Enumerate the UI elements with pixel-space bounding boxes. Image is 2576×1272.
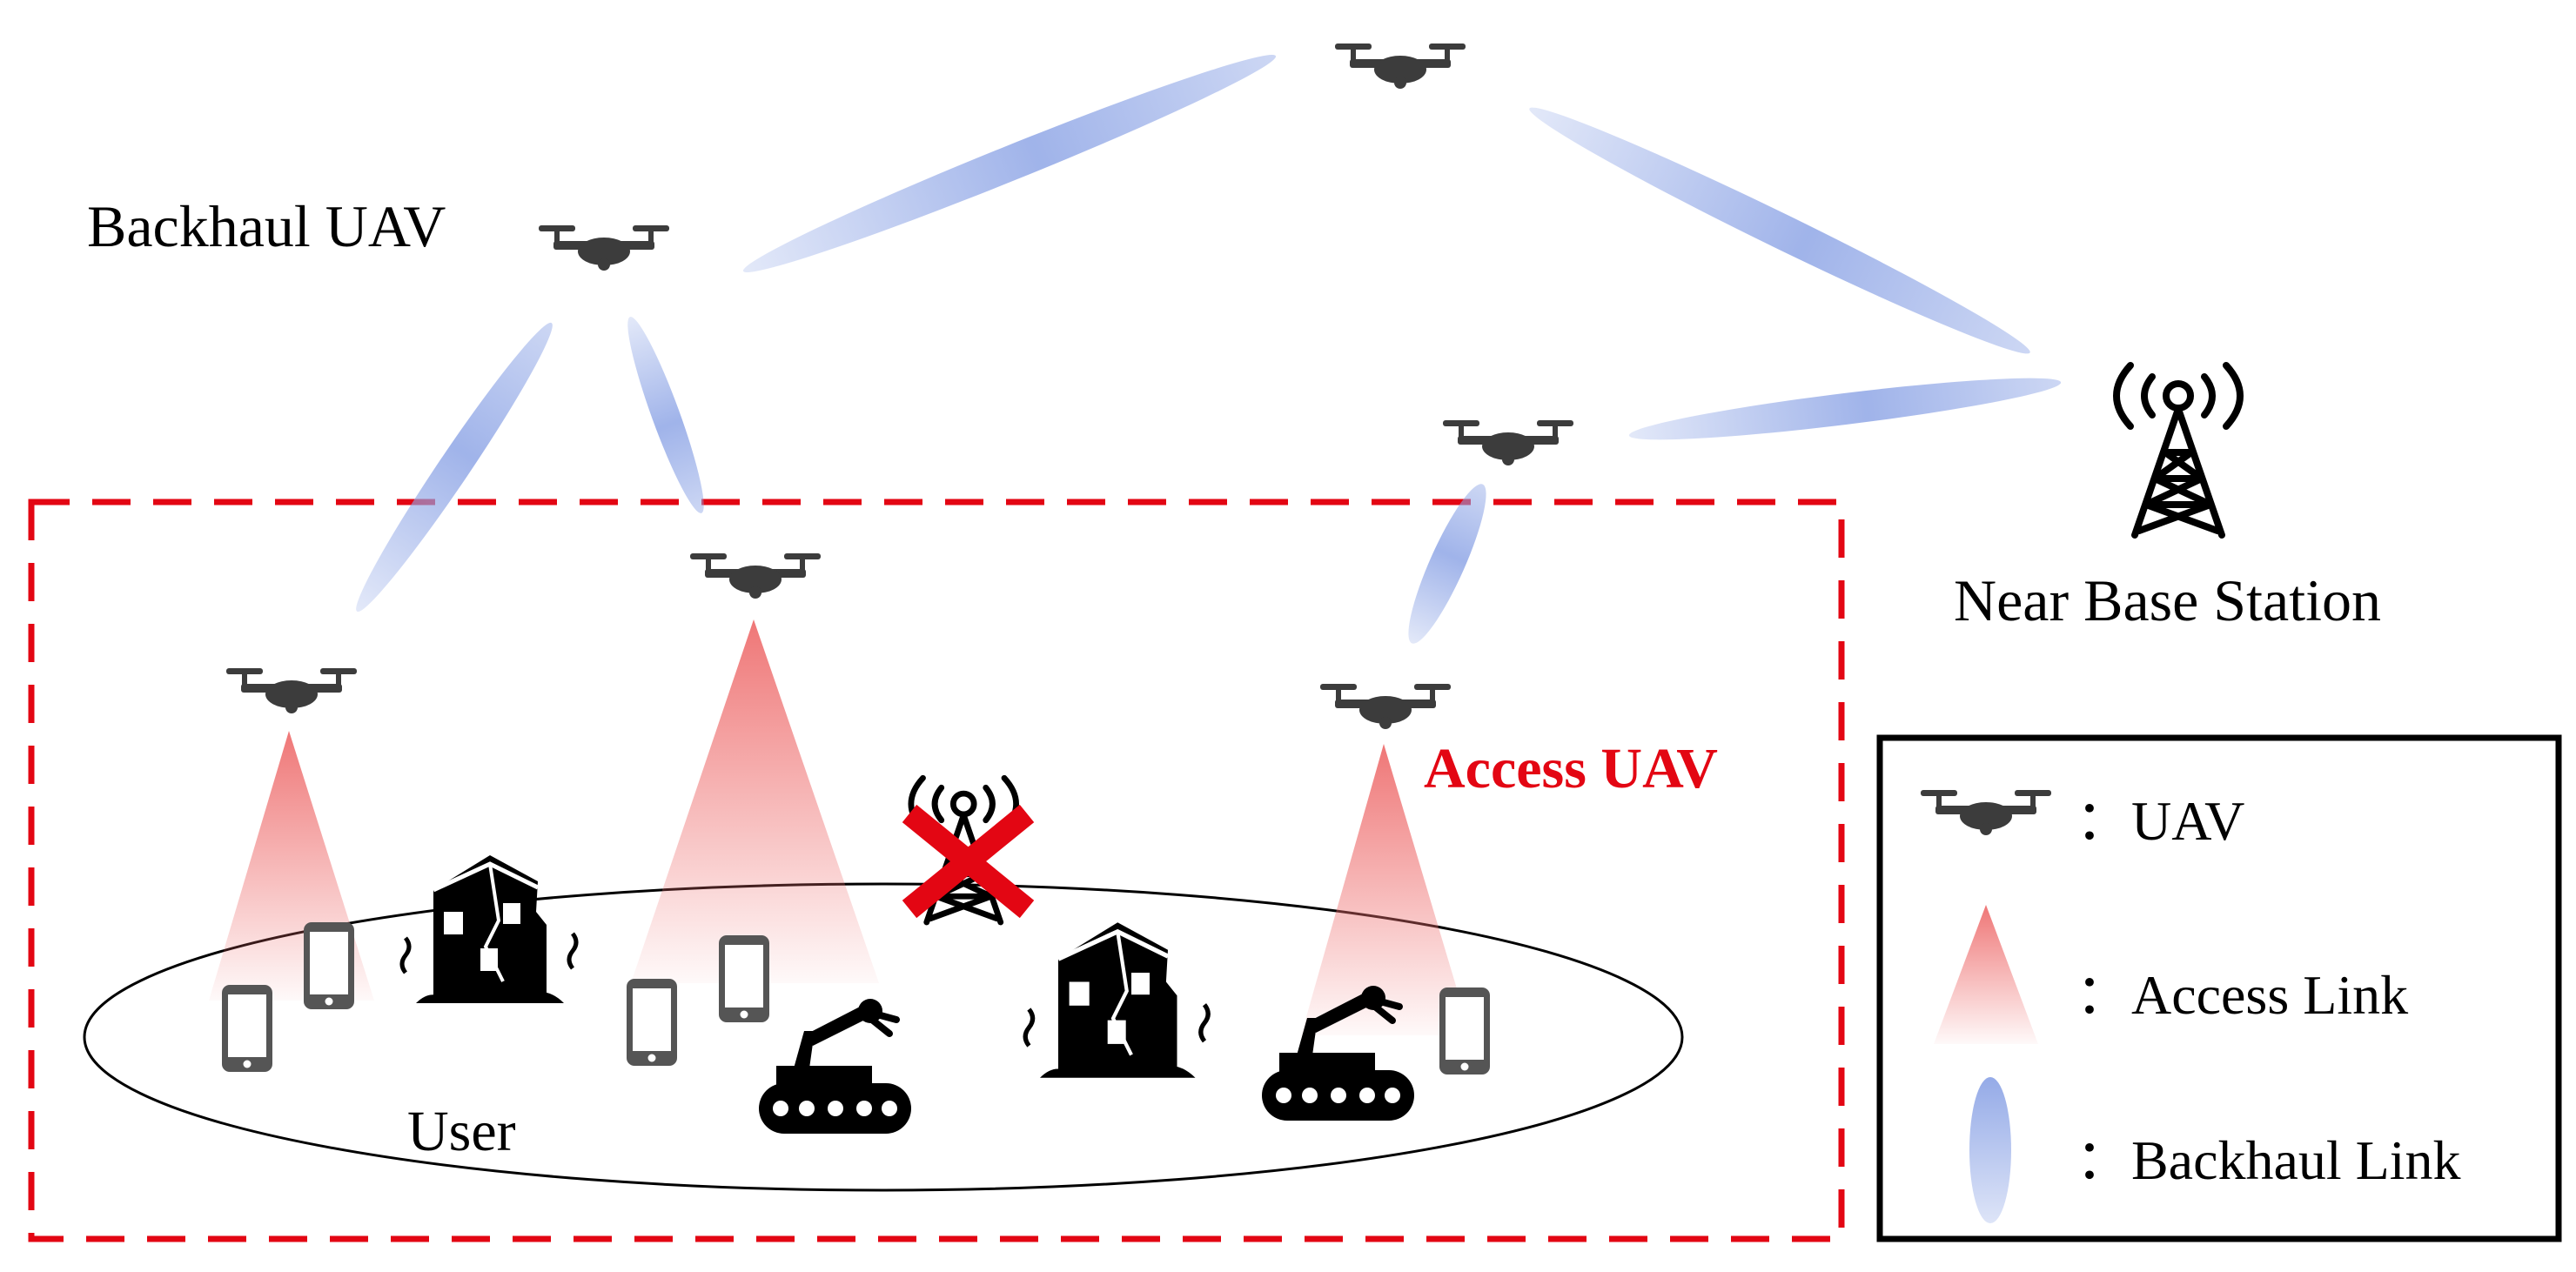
user-area-ellipse (83, 882, 1684, 1192)
access-uav-icon-left (226, 668, 357, 713)
legend: ：UAV ：Access Link ：Backhaul Link (1876, 734, 2562, 1242)
uav-icon-relay (1443, 420, 1573, 465)
backhaul-link-station-uav (1628, 378, 2062, 440)
uav-icon-top (1335, 44, 1466, 89)
backhaul-link-top-left (742, 54, 1277, 273)
phone-icon-5 (1439, 987, 1490, 1075)
access-links (209, 619, 1471, 1035)
collapsed-building-icon-right (1025, 922, 1208, 1078)
backhaul-link-center (627, 317, 704, 513)
phone-icon-2 (304, 922, 354, 1009)
legend-backhaul-link-icon (1969, 1077, 2011, 1223)
legend-backhaul-link-label: ：Backhaul Link (2076, 1129, 2461, 1191)
access-uav-label: Access UAV (1424, 737, 1718, 800)
legend-access-link-label: ：Access Link (2076, 964, 2408, 1026)
access-uav-icon-right (1320, 684, 1451, 729)
access-uav-icon-center (690, 553, 821, 599)
backhaul-link-left (356, 322, 553, 613)
backhaul-uav-icon (539, 225, 669, 271)
failure-cross-icon (902, 804, 1035, 919)
backhaul-link-top-right (1529, 107, 2030, 354)
backhaul-uav-label: Backhaul UAV (87, 193, 446, 259)
backhaul-links (356, 54, 2062, 644)
near-base-station-label: Near Base Station (1954, 567, 2381, 633)
phone-icon-3 (627, 979, 677, 1066)
legend-access-link-icon (1934, 905, 2038, 1044)
access-link-right (1301, 744, 1471, 1035)
backhaul-link-right (1408, 484, 1486, 644)
base-station-tower-icon (2116, 365, 2240, 535)
access-link-center (631, 619, 879, 983)
phone-icon-1 (222, 985, 272, 1072)
rescue-robot-icon-left (759, 999, 911, 1134)
legend-uav-label: ：UAV (2076, 790, 2244, 852)
collapsed-building-icon-left (402, 855, 576, 1003)
destroyed-base-station (902, 778, 1035, 922)
user-label: User (407, 1100, 516, 1163)
disaster-area-boundary (28, 499, 1845, 1242)
phone-icon-4 (719, 935, 769, 1022)
